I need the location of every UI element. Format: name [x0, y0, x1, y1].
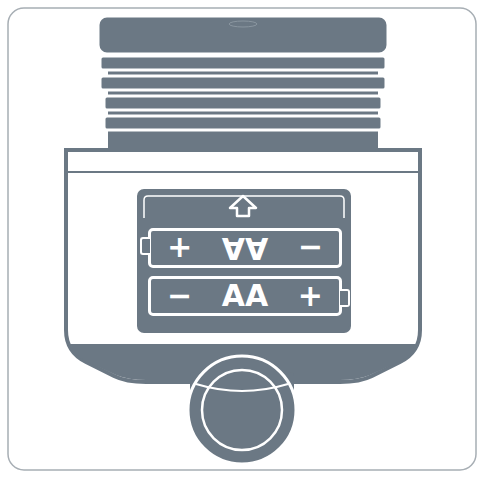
aa-battery: −AA +: [148, 276, 342, 316]
battery-marking: +: [298, 281, 323, 311]
battery-marking: +: [167, 233, 192, 263]
battery-terminal: [340, 289, 350, 307]
battery-marking: −: [298, 233, 323, 263]
battery-marking: −: [167, 281, 192, 311]
battery-terminal: [140, 237, 150, 255]
battery-marking: AA: [222, 281, 268, 311]
aa-battery: −AA +: [148, 228, 342, 268]
battery-marking: AA: [222, 233, 268, 263]
